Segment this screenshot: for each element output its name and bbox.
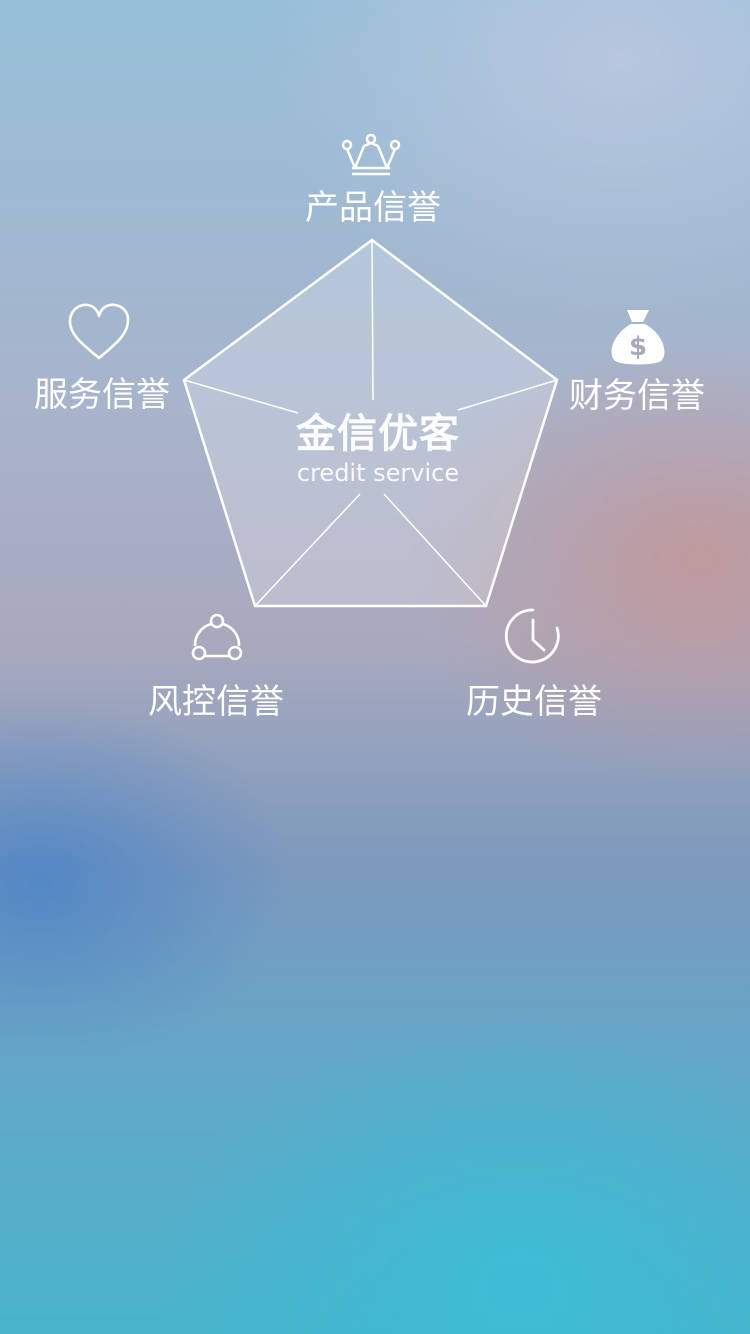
brand-title: 金信优客 bbox=[296, 411, 460, 457]
svg-text:$: $ bbox=[629, 332, 647, 362]
risk-control-credit-label[interactable]: 风控信誉 bbox=[148, 682, 284, 722]
history-credit-label[interactable]: 历史信誉 bbox=[466, 682, 602, 722]
spoke-top bbox=[371, 239, 374, 401]
clock-icon[interactable] bbox=[504, 608, 560, 664]
product-credit-label[interactable]: 产品信誉 bbox=[305, 188, 441, 228]
heart-icon[interactable] bbox=[68, 303, 130, 360]
crown-icon[interactable] bbox=[341, 133, 401, 176]
spoke-bottom-left bbox=[254, 493, 361, 607]
service-credit-label[interactable]: 服务信誉 bbox=[34, 375, 170, 415]
pentagon-shape bbox=[182, 238, 559, 608]
credit-pentagon-diagram: $ bbox=[68, 133, 665, 664]
spoke-left bbox=[183, 379, 299, 414]
finance-credit-label[interactable]: 财务信誉 bbox=[569, 376, 705, 416]
spoke-bottom-right bbox=[383, 493, 487, 607]
brand-subtitle: credit service bbox=[296, 459, 460, 487]
money-bag-icon[interactable]: $ bbox=[611, 310, 665, 365]
share-network-icon[interactable] bbox=[191, 613, 243, 661]
spoke-right bbox=[457, 379, 558, 411]
